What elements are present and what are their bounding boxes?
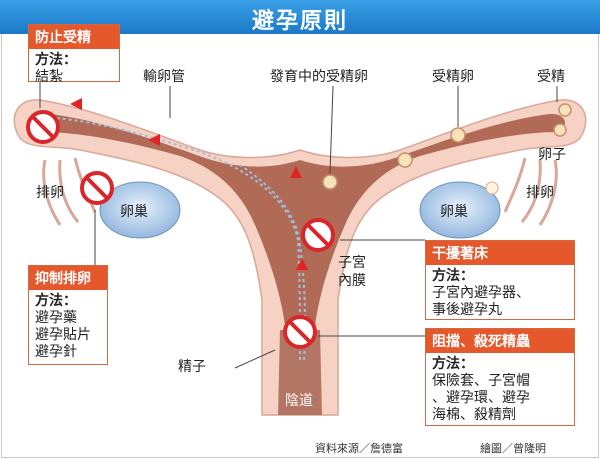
label-developing-egg: 發育中的受精卵 xyxy=(270,69,368,85)
label-endometrium-2: 內膜 xyxy=(338,273,366,289)
box-suppress-ovulation: 抑制排卵 方法： 避孕藥 避孕貼片 避孕針 xyxy=(28,265,108,365)
label-ovary-left: 卵巢 xyxy=(120,204,148,220)
eggs-in-tube xyxy=(322,103,572,190)
label-vagina: 陰道 xyxy=(285,393,313,409)
label-endometrium-1: 子宮 xyxy=(338,255,366,271)
label-ovary-right: 卵巢 xyxy=(440,204,468,220)
credit-illustration: 繪圖／曾隆明 xyxy=(480,442,546,455)
box-heading: 干擾著床 xyxy=(426,241,574,265)
ovary-right xyxy=(419,181,501,239)
box-prevent-implantation: 干擾著床 方法： 子宮內避孕器、 事後避孕丸 xyxy=(425,240,575,320)
method-label: 方法： xyxy=(35,293,77,309)
box-heading: 阻擋、殺死精蟲 xyxy=(426,329,574,353)
no-entry-icon xyxy=(80,171,114,205)
no-entry-icon xyxy=(301,218,335,252)
uterus-cavity xyxy=(35,113,565,415)
arrow-icon xyxy=(70,98,308,270)
diagram-title: 避孕原則 xyxy=(251,9,348,34)
no-entry-icon xyxy=(26,110,60,144)
method-line: 結紮 xyxy=(35,69,63,85)
method-line: 保險套、子宮帽 xyxy=(432,373,530,389)
method-line: 避孕針 xyxy=(35,344,77,360)
method-label: 方法： xyxy=(432,356,474,372)
method-line: 子宮內避孕器、 xyxy=(432,285,530,301)
credit-source: 資料來源／詹德富 xyxy=(315,442,403,455)
method-line: 避孕貼片 xyxy=(35,327,91,343)
box-heading: 抑制排卵 xyxy=(29,266,107,290)
label-ovulation-left: 排卵 xyxy=(36,185,64,201)
method-line: 避孕藥 xyxy=(35,310,77,326)
label-ovulation-right: 排卵 xyxy=(526,185,554,201)
ovary-left xyxy=(99,181,181,239)
method-label: 方法： xyxy=(35,52,77,68)
label-sperm: 精子 xyxy=(178,359,206,375)
box-block-kill-sperm: 阻擋、殺死精蟲 方法： 保險套、子宮帽 、避孕環、避孕 海棉、殺精劑 xyxy=(425,328,575,426)
box-heading: 防止受精 xyxy=(29,25,119,49)
label-fallopian-tube: 輸卵管 xyxy=(143,69,185,85)
label-ovum: 卵子 xyxy=(538,147,566,163)
fimbriae-right xyxy=(503,157,558,226)
method-line: 事後避孕丸 xyxy=(432,302,502,318)
pointer-lines xyxy=(39,80,558,369)
method-label: 方法： xyxy=(432,268,474,284)
label-fertilized-egg: 受精卵 xyxy=(432,69,474,85)
label-fertilization: 受精 xyxy=(537,69,565,85)
no-entry-icon xyxy=(283,315,317,349)
method-line: 海棉、殺精劑 xyxy=(432,407,516,423)
box-prevent-fertilization: 防止受精 方法： 結紮 xyxy=(28,24,120,85)
egg-icon xyxy=(485,181,499,195)
method-line: 、避孕環、避孕 xyxy=(432,390,530,406)
